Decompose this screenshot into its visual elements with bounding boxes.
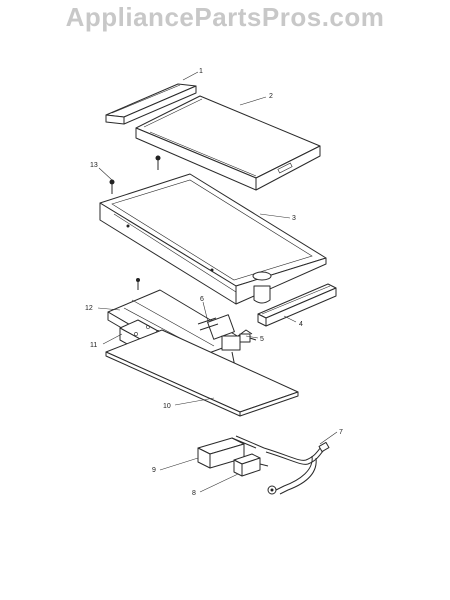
part-5-connector[interactable]: [239, 333, 257, 343]
part-1-handle-bar[interactable]: [105, 83, 197, 125]
part-9-valve-body[interactable]: [197, 435, 265, 469]
part-8-fitting-block[interactable]: [233, 453, 269, 477]
callout-2: 2: [269, 93, 273, 100]
watermark-logo: AppliancePartsPros.com: [65, 2, 385, 32]
part-6-valve-assembly[interactable]: [197, 314, 253, 377]
callout-6: 6: [200, 296, 204, 303]
callout-5: 5: [260, 336, 264, 343]
part-13-screws[interactable]: [109, 155, 161, 291]
callout-7: 7: [339, 429, 343, 436]
part-2-griddle-cover[interactable]: [135, 95, 321, 191]
part-10-bottom-plate[interactable]: [105, 329, 299, 417]
callout-1: 1: [199, 68, 203, 75]
callout-13: 13: [90, 162, 98, 169]
callout-9: 9: [152, 467, 156, 474]
callout-3: 3: [292, 215, 296, 222]
part-4-grease-trough[interactable]: [257, 283, 337, 327]
part-7-gas-tube[interactable]: [263, 441, 330, 495]
part-3-griddle-tray[interactable]: [99, 173, 327, 305]
callout-11: 11: [90, 342, 97, 349]
leader-lines: [97, 71, 338, 493]
callout-10: 10: [163, 403, 171, 410]
callout-8: 8: [192, 490, 196, 497]
callout-12: 12: [85, 305, 93, 312]
callout-4: 4: [299, 321, 303, 328]
